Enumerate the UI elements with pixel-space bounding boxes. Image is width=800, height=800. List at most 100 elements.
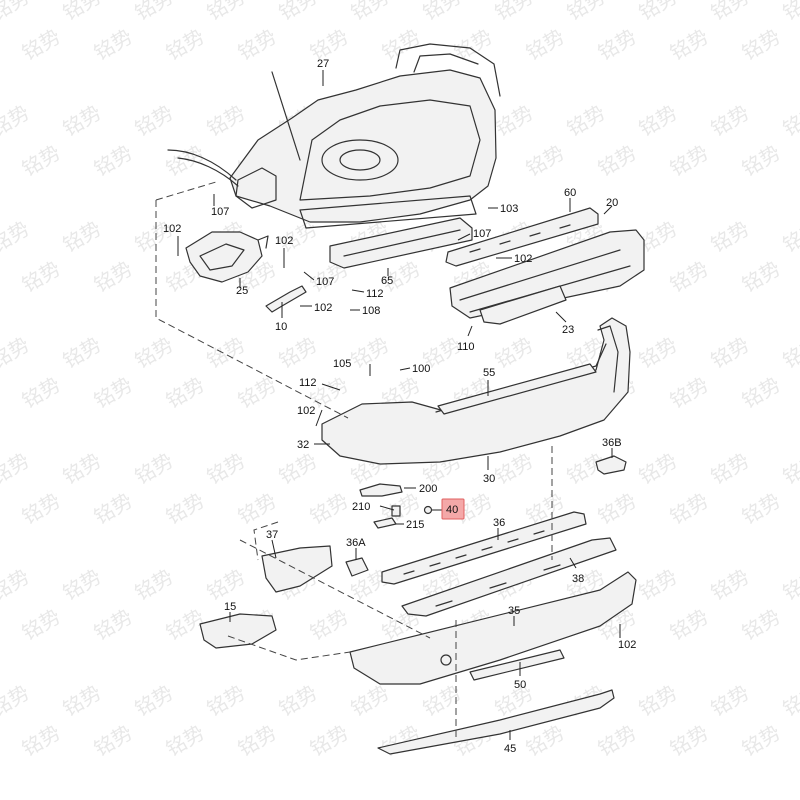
watermark-text: 铭势 (779, 564, 800, 605)
watermark-text: 铭势 (59, 448, 106, 489)
watermark-text: 铭势 (18, 24, 65, 65)
watermark-text: 铭势 (275, 0, 322, 25)
reflector-200 (359, 483, 403, 497)
carrier-36 (381, 511, 587, 585)
callout-102: 102 (297, 405, 315, 417)
watermark-text: 铭势 (59, 216, 106, 257)
watermark-text: 铭势 (707, 100, 754, 141)
leader-lines (177, 70, 621, 740)
callout-200: 200 (419, 483, 437, 495)
callout-45: 45 (504, 743, 516, 755)
callout-210: 210 (352, 501, 370, 513)
bracket-25 (185, 231, 269, 283)
watermark-text: 铭势 (738, 256, 785, 297)
watermark-text: 铭势 (707, 680, 754, 721)
watermark-text: 铭势 (306, 488, 353, 529)
watermark-text: 铭势 (666, 256, 713, 297)
watermark-text: 铭势 (162, 488, 209, 529)
watermark-text: 铭势 (90, 256, 137, 297)
callout-32: 32 (297, 439, 309, 451)
watermark-text: 铭势 (738, 24, 785, 65)
watermark-text: 铭势 (203, 332, 250, 373)
watermark-text: 铭势 (707, 564, 754, 605)
watermark-text: 铭势 (0, 680, 33, 721)
watermark-text: 铭势 (59, 332, 106, 373)
absorber-65 (329, 217, 473, 269)
watermark-text: 铭势 (234, 488, 281, 529)
callout-107: 107 (316, 276, 334, 288)
callout-107: 107 (473, 228, 491, 240)
callout-112: 112 (366, 288, 384, 300)
watermark-text: 铭势 (419, 680, 466, 721)
callout-15: 15 (224, 601, 236, 613)
callout-30: 30 (483, 473, 495, 485)
watermark-text: 铭势 (563, 100, 610, 141)
callout-102: 102 (163, 223, 181, 235)
trim-50 (469, 649, 565, 681)
clip-210 (391, 505, 401, 517)
callout-105: 105 (333, 358, 351, 370)
assembly-boundary-lines (155, 181, 553, 740)
callout-108: 108 (362, 305, 380, 317)
watermark-text: 铭势 (0, 100, 33, 141)
watermark-text: 铭势 (18, 720, 65, 761)
watermark-text: 铭势 (707, 0, 754, 25)
callout-36b: 36B (602, 437, 622, 449)
bracket-36b (595, 455, 627, 475)
clip-36a (345, 557, 369, 577)
watermark-text: 铭势 (419, 0, 466, 25)
watermark-text: 铭势 (594, 488, 641, 529)
highlight-box-40 (441, 498, 465, 520)
watermark-text: 铭势 (203, 448, 250, 489)
callout-60: 60 (564, 187, 576, 199)
bracket-15 (199, 613, 277, 649)
watermark-text: 铭势 (59, 0, 106, 25)
callout-40: 40 (446, 504, 458, 516)
vehicle-rear-body (167, 43, 501, 229)
watermark-text: 铭势 (779, 448, 800, 489)
watermark-text: 铭势 (738, 604, 785, 645)
callout-50: 50 (514, 679, 526, 691)
watermark-text: 铭势 (378, 24, 425, 65)
watermark-text: 铭势 (203, 100, 250, 141)
watermark-text: 铭势 (131, 448, 178, 489)
watermark-text: 铭势 (738, 488, 785, 529)
watermark-text: 铭势 (738, 140, 785, 181)
watermark-text: 铭势 (162, 24, 209, 65)
crossmember-20 (449, 229, 645, 319)
watermark-text: 铭势 (666, 604, 713, 645)
watermark-text: 铭势 (594, 24, 641, 65)
watermark-text: 铭势 (491, 100, 538, 141)
watermark-text: 铭势 (594, 720, 641, 761)
callout-102: 102 (314, 302, 332, 314)
watermark-text: 铭势 (666, 720, 713, 761)
callout-102: 102 (275, 235, 293, 247)
callout-38: 38 (572, 573, 584, 585)
callout-10: 10 (275, 321, 287, 333)
watermark-text: 铭势 (0, 332, 33, 373)
bracket-10 (265, 285, 307, 313)
watermark-text: 铭势 (779, 216, 800, 257)
watermark-text: 铭势 (635, 0, 682, 25)
watermark-text: 铭势 (18, 604, 65, 645)
watermark-text: 铭势 (203, 680, 250, 721)
watermark-text: 铭势 (18, 488, 65, 529)
callout-102: 102 (514, 253, 532, 265)
watermark-text: 铭势 (18, 372, 65, 413)
watermark-text: 铭势 (131, 680, 178, 721)
callout-37: 37 (266, 529, 278, 541)
watermark-text: 铭势 (306, 604, 353, 645)
watermark-text: 铭势 (666, 372, 713, 413)
trim-strip-55 (437, 363, 597, 415)
watermark-text: 铭势 (491, 0, 538, 25)
callout-36: 36 (493, 517, 505, 529)
watermark-text: 铭势 (59, 100, 106, 141)
watermark-text: 铭势 (162, 720, 209, 761)
watermark-text: 铭势 (0, 0, 33, 25)
callout-55: 55 (483, 367, 495, 379)
callout-107: 107 (211, 206, 229, 218)
absorber-23 (479, 285, 567, 325)
guide-60 (445, 207, 599, 267)
guide-38 (401, 537, 617, 617)
